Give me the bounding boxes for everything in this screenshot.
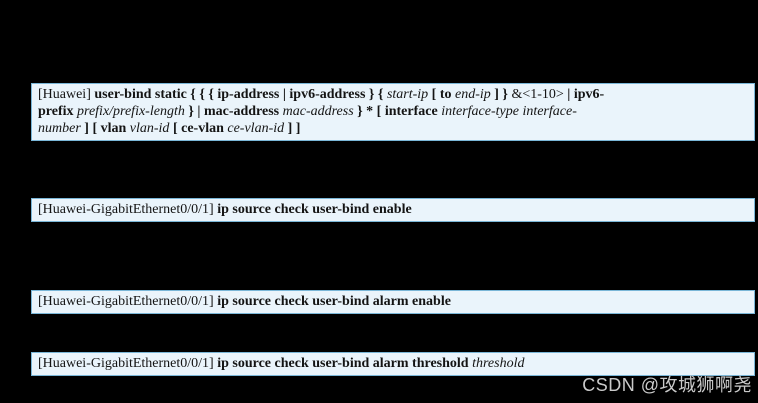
command-box-ip-source-check-alarm-threshold: [Huawei-GigabitEthernet0/0/1] ip source …: [31, 352, 755, 376]
command-line: [Huawei-GigabitEthernet0/0/1] ip source …: [38, 202, 412, 217]
command-line: [Huawei-GigabitEthernet0/0/1] ip source …: [38, 356, 525, 371]
command-line: prefix prefix/prefix-length } | mac-addr…: [38, 104, 577, 119]
command-box-ip-source-check-alarm-enable: [Huawei-GigabitEthernet0/0/1] ip source …: [31, 290, 755, 314]
command-line: [Huawei-GigabitEthernet0/0/1] ip source …: [38, 294, 451, 309]
csdn-watermark: CSDN @攻城狮啊尧: [582, 375, 752, 395]
command-line: [Huawei] user-bind static { { { ip-addre…: [38, 87, 605, 102]
command-box-ip-source-check-enable: [Huawei-GigabitEthernet0/0/1] ip source …: [31, 198, 755, 222]
command-line: number ] [ vlan vlan-id [ ce-vlan ce-vla…: [38, 121, 301, 136]
command-box-user-bind-static: [Huawei] user-bind static { { { ip-addre…: [31, 83, 755, 141]
